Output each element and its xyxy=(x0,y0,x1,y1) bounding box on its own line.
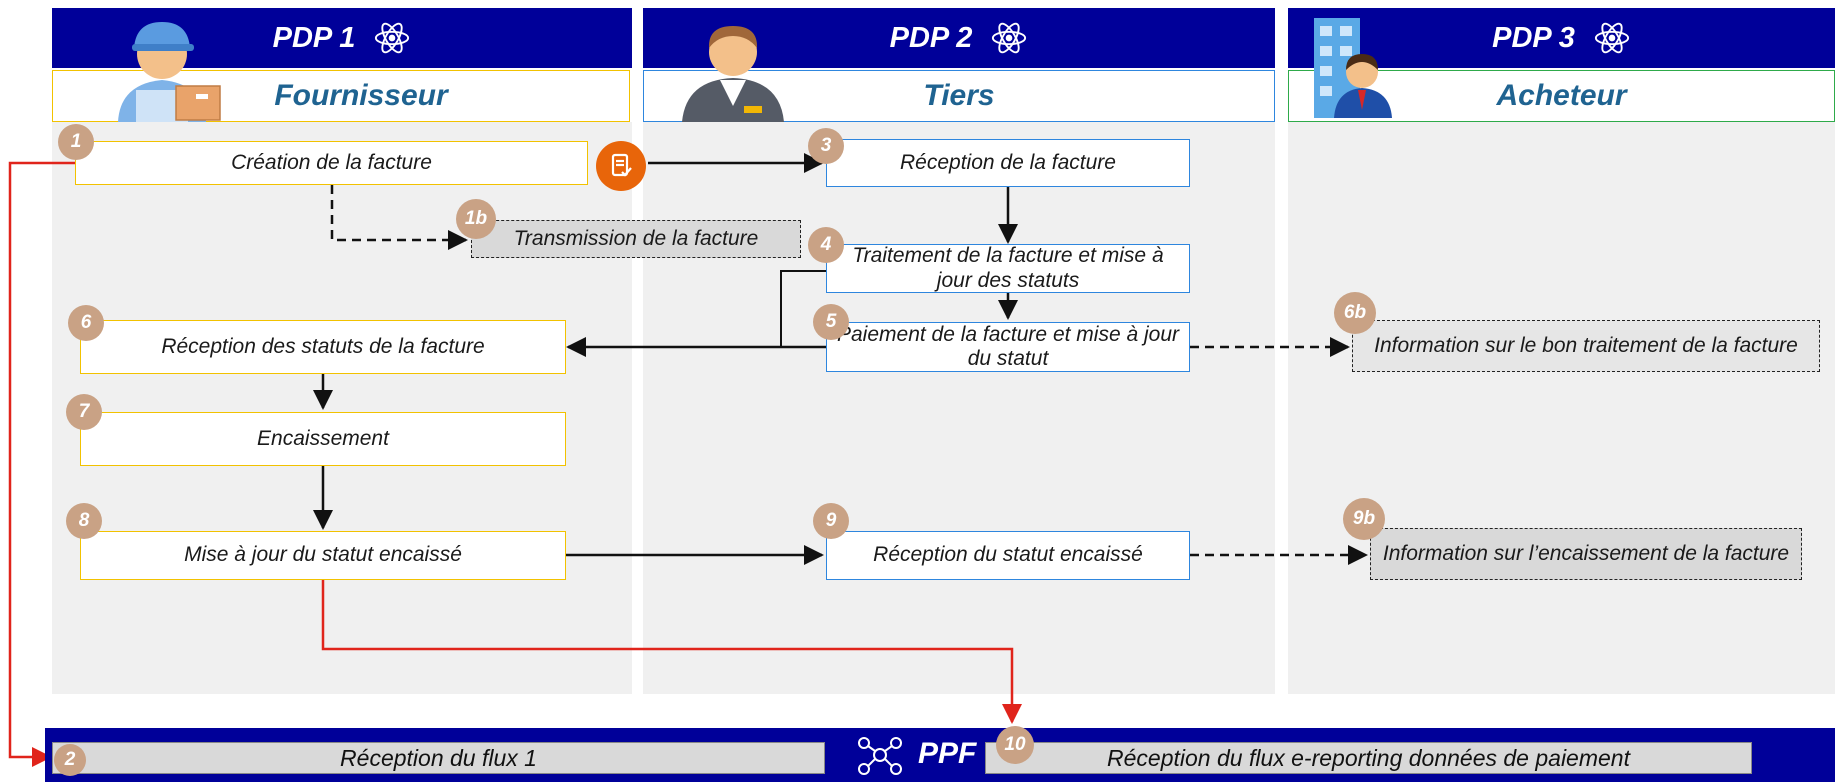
column-pdp1-bg xyxy=(52,122,632,694)
step-6b-box: Information sur le bon traitement de la … xyxy=(1352,320,1820,372)
step-2-badge: 2 xyxy=(54,744,86,776)
role-tiers: Tiers xyxy=(923,79,995,112)
atom-icon xyxy=(992,22,1027,54)
step-6b-badge: 6b xyxy=(1334,292,1376,334)
step-3-box: Réception de la facture xyxy=(826,139,1190,187)
document-check-icon xyxy=(596,141,646,191)
step-7-label: Encaissement xyxy=(257,426,389,450)
step-7-badge: 7 xyxy=(66,394,102,430)
header-pdp3-title: PDP 3 xyxy=(1492,21,1575,54)
step-1b-label: Transmission de la facture xyxy=(513,226,759,250)
step-10-badge: 10 xyxy=(996,726,1034,764)
step-6-label: Réception des statuts de la facture xyxy=(161,334,485,358)
step-9-label: Réception du statut encaissé xyxy=(873,543,1143,567)
step-2-label: Réception du flux 1 xyxy=(340,744,537,771)
step-6b-label: Information sur le bon traitement de la … xyxy=(1374,333,1798,357)
step-8-label: Mise à jour du statut encaissé xyxy=(184,543,462,567)
step-6-box: Réception des statuts de la facture xyxy=(80,320,566,374)
step-8-box: Mise à jour du statut encaissé xyxy=(80,531,566,580)
step-7-box: Encaissement xyxy=(80,412,566,466)
role-acheteur: Acheteur xyxy=(1496,79,1627,112)
step-4-box: Traitement de la facture et mise à jour … xyxy=(826,244,1190,293)
arrow-8-to-10 xyxy=(321,580,1022,724)
role-fournisseur: Fournisseur xyxy=(274,79,448,112)
step-3-badge: 3 xyxy=(808,128,844,164)
step-9b-label: Information sur l’encaissement de la fac… xyxy=(1382,541,1790,565)
ppf-label: PPF xyxy=(918,737,977,770)
network-icon xyxy=(858,737,902,775)
atom-icon xyxy=(375,22,410,54)
step-9-badge: 9 xyxy=(813,503,849,539)
header-pdp2-title: PDP 2 xyxy=(889,21,973,54)
step-1b-badge: 1b xyxy=(456,199,496,239)
step-1-label: Création de la facture xyxy=(231,150,432,174)
step-2-box: Réception du flux 1 xyxy=(52,742,825,774)
step-4-badge: 4 xyxy=(808,227,844,263)
delivery-person-icon xyxy=(118,22,221,122)
step-9b-box: Information sur l’encaissement de la fac… xyxy=(1370,528,1802,580)
step-3-label: Réception de la facture xyxy=(900,150,1116,174)
step-9b-badge: 9b xyxy=(1343,498,1385,540)
arrow-1-to-2 xyxy=(8,161,75,767)
column-pdp3-bg xyxy=(1288,122,1835,694)
atom-icon xyxy=(1594,22,1629,54)
step-8-badge: 8 xyxy=(66,503,102,539)
step-10-label: Réception du flux e-reporting données de… xyxy=(1107,744,1630,771)
step-1-badge: 1 xyxy=(58,124,94,160)
column-pdp2-bg xyxy=(643,122,1275,694)
businessman-icon xyxy=(682,26,784,122)
step-5-badge: 5 xyxy=(813,304,849,340)
step-10-box: Réception du flux e-reporting données de… xyxy=(985,742,1752,774)
line-4-to-6 xyxy=(780,270,826,347)
header-pdp3: PDP 3 xyxy=(1288,8,1835,68)
step-6-badge: 6 xyxy=(68,305,104,341)
step-9-box: Réception du statut encaissé xyxy=(826,531,1190,580)
arrow-1-to-1b xyxy=(330,185,468,250)
step-5-label: Paiement de la facture et mise à jour du… xyxy=(836,322,1179,370)
header-pdp1-title: PDP 1 xyxy=(272,21,356,54)
step-1b-box: Transmission de la facture xyxy=(471,220,801,258)
step-4-label: Traitement de la facture et mise à jour … xyxy=(852,244,1164,292)
step-5-box: Paiement de la facture et mise à jour du… xyxy=(826,322,1190,372)
step-1-box: Création de la facture xyxy=(75,141,588,185)
building-person-icon xyxy=(1314,18,1392,118)
